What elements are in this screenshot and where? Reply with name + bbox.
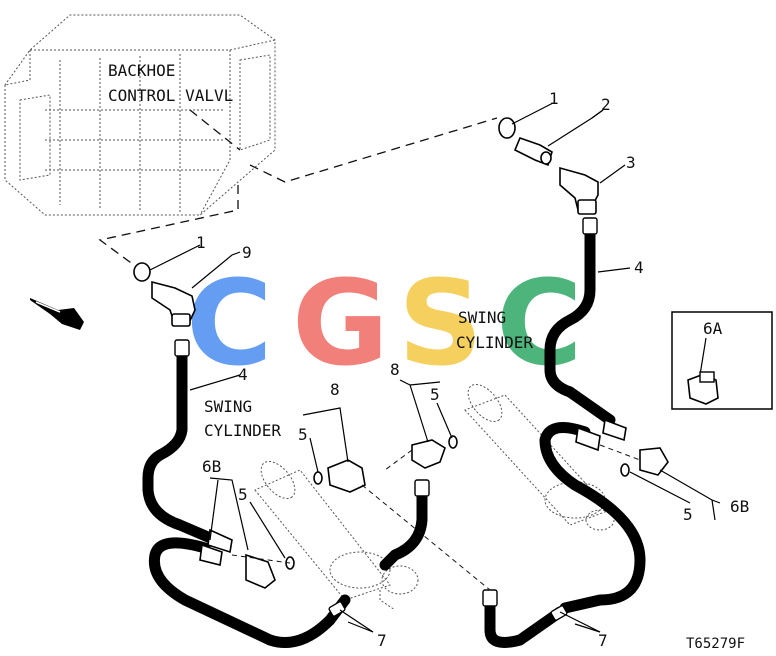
- callout-7-left: 7: [377, 631, 387, 650]
- callout-leaders: [149, 102, 721, 633]
- callout-6b-left: 6B: [202, 457, 221, 476]
- hose-right-4: [544, 226, 616, 426]
- hose-left-4: [142, 349, 221, 546]
- figure-id: T65279F: [686, 636, 745, 652]
- callout-4-right: 4: [634, 258, 644, 277]
- valve-label-line1: BACKHOE: [108, 61, 175, 80]
- hose-center: [379, 489, 428, 571]
- fitting-6b-left-b: [207, 528, 233, 554]
- callout-8-right: 8: [390, 360, 400, 379]
- watermark-letter-s: S: [398, 254, 483, 392]
- direction-arrow: [30, 298, 84, 330]
- fitting-6b-left-a: [199, 543, 223, 566]
- control-valve-outline: [4, 14, 276, 216]
- hoses: [142, 226, 646, 648]
- valve-label-line2: CONTROL VALVL: [108, 86, 233, 105]
- callout-4-left: 4: [238, 365, 248, 384]
- fittings: [133, 117, 669, 589]
- fitting-6b-right-a: [575, 426, 601, 452]
- elbow-6b-left: [245, 553, 276, 589]
- inset-label: 6A: [703, 319, 723, 338]
- callout-8-left: 8: [330, 380, 340, 399]
- text-labels: BACKHOE CONTROL VALVL SWING CYLINDER SWI…: [108, 61, 749, 652]
- callout-6b-right: 6B: [730, 497, 749, 516]
- callout-9: 9: [242, 243, 252, 262]
- callout-3: 3: [626, 153, 636, 172]
- swing-cylinder-left-label1: SWING: [204, 397, 252, 416]
- elbow-6b-right: [639, 447, 669, 476]
- valve-leader-lines: [98, 109, 498, 269]
- swing-cylinder-right-label1: SWING: [458, 308, 506, 327]
- elbow-8-right: [411, 439, 446, 469]
- fitting-dash-lines: [231, 444, 641, 591]
- o-ring-1-left: [133, 262, 151, 282]
- hose-bottom-mid: [484, 599, 566, 648]
- swing-cylinder-left-label2: CYLINDER: [204, 421, 281, 440]
- watermark-letter-g: G: [292, 254, 389, 392]
- swing-cylinder-left: [254, 460, 419, 611]
- inset-6a-box: [671, 311, 773, 410]
- callout-5-mid: 5: [430, 385, 440, 404]
- callout-1-left: 1: [196, 233, 206, 252]
- o-ring-1-top: [498, 117, 516, 139]
- callout-5-left-a: 5: [298, 425, 308, 444]
- hose-left-long: [148, 537, 351, 648]
- watermark-letter-c1: C: [186, 254, 273, 392]
- callout-7-right: 7: [598, 631, 608, 650]
- fitting-6b-right-b: [602, 418, 627, 442]
- callout-5-right: 5: [683, 505, 693, 524]
- callout-2: 2: [601, 95, 611, 114]
- hose-right-long: [539, 422, 646, 614]
- swing-cylinder-right-label2: CYLINDER: [456, 333, 533, 352]
- callout-1-top: 1: [549, 89, 559, 108]
- watermark: C G S C: [186, 254, 583, 392]
- elbow-8-left: [327, 459, 366, 493]
- callout-5-left-b: 5: [238, 485, 248, 504]
- hose-crimps: [174, 217, 598, 621]
